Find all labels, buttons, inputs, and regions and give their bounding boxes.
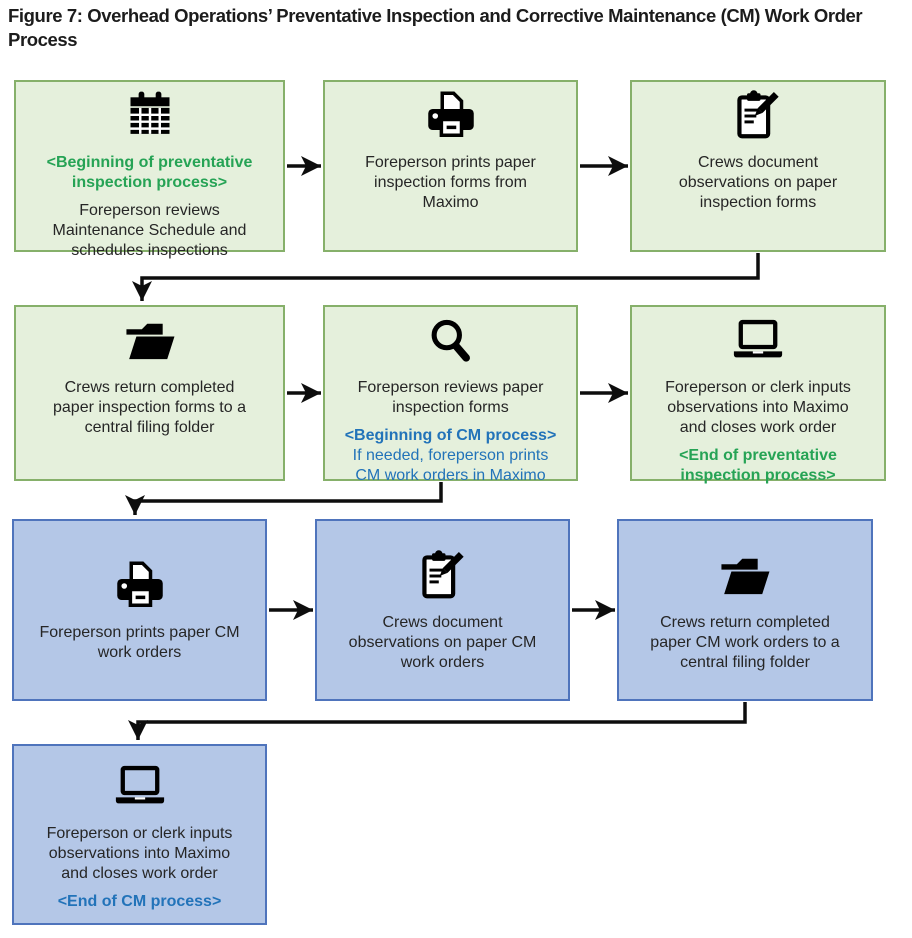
box-label: Crews return completed paper CM work ord…: [650, 614, 840, 671]
box-cm-print-orders: Foreperson prints paper CM work orders: [12, 519, 267, 701]
box-label: Crews document observations on paper ins…: [678, 154, 838, 211]
box-label: Crews return completed paper inspection …: [53, 379, 246, 436]
box-label: Crews document observations on paper CM …: [348, 614, 537, 671]
connector-r2-to-r3: [125, 482, 443, 515]
box-note: <End of preventative inspection process>: [679, 447, 837, 484]
box-pi-input-close: Foreperson or clerk inputs observations …: [630, 305, 886, 484]
laptop-icon: [109, 758, 171, 816]
laptop-icon: [727, 312, 789, 370]
box-cm-return-orders: Crews return completed paper CM work ord…: [617, 519, 873, 701]
folder-icon: [716, 547, 774, 605]
box-cm-input-close: Foreperson or clerk inputs observations …: [12, 744, 267, 925]
box-note: If needed, foreperson prints CM work ord…: [352, 447, 549, 484]
box-pi-return-forms: Crews return completed paper inspection …: [14, 305, 285, 481]
box-label: Foreperson reviews paper inspection form…: [357, 379, 544, 416]
box-label: Foreperson prints paper CM work orders: [39, 624, 240, 661]
folder-icon: [121, 312, 179, 370]
box-note: <Beginning of preventative inspection pr…: [46, 154, 253, 191]
box-cm-crews-document: Crews document observations on paper CM …: [315, 519, 570, 701]
calendar-icon: [124, 87, 176, 145]
magnifier-icon: [424, 312, 478, 370]
printer-icon: [112, 557, 168, 615]
figure-title: Figure 7: Overhead Operations’ Preventat…: [8, 5, 863, 50]
box-label: Foreperson or clerk inputs observations …: [46, 824, 233, 882]
box-pi-review-cm-begin: Foreperson reviews paper inspection form…: [323, 305, 578, 484]
clipboard-pencil-icon: [416, 547, 470, 605]
box-note: <End of CM process>: [57, 892, 222, 910]
box-label: Foreperson prints paper inspection forms…: [365, 154, 536, 211]
box-note: <Beginning of CM process>: [344, 427, 557, 444]
box-pi-crews-document: Crews document observations on paper ins…: [630, 80, 886, 252]
box-label: Foreperson or clerk inputs observations …: [665, 379, 851, 436]
box-label: Foreperson reviews Maintenance Schedule …: [52, 202, 247, 259]
printer-icon: [423, 87, 479, 145]
connector-r3-to-r4: [128, 702, 747, 740]
box-pi-begin-schedule: <Beginning of preventative inspection pr…: [14, 80, 285, 259]
box-pi-print-forms: Foreperson prints paper inspection forms…: [323, 80, 578, 252]
clipboard-pencil-icon: [731, 87, 785, 145]
